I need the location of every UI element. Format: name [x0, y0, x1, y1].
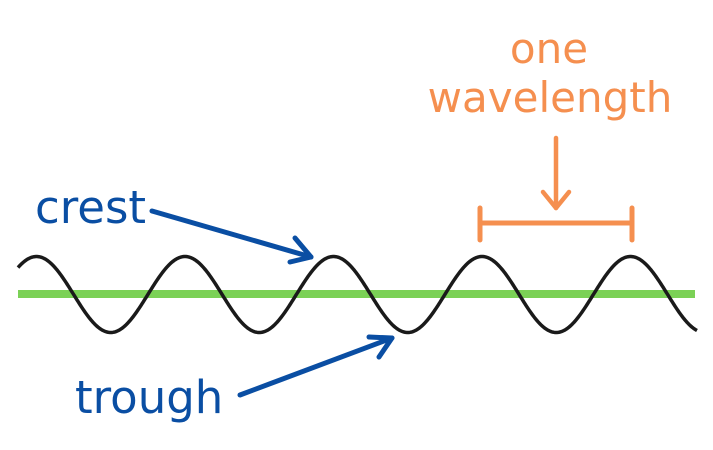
wavelength-label-line2: wavelength	[428, 73, 673, 122]
crest-label: crest	[35, 181, 146, 234]
trough-arrow	[237, 334, 395, 398]
crest-arrow	[149, 208, 314, 265]
wavelength-label-line1: one	[510, 24, 588, 73]
wavelength-bracket	[477, 205, 635, 243]
wavelength-arrow	[540, 135, 572, 211]
trough-label: trough	[75, 371, 223, 424]
wave-curve	[16, 254, 698, 335]
